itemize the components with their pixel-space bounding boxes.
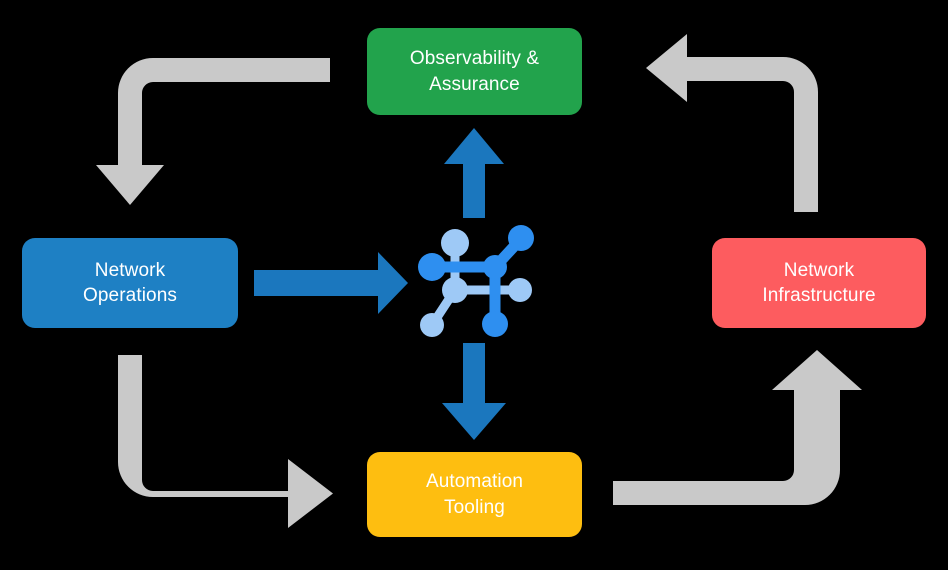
- arrow-operations-to-center: [254, 252, 408, 314]
- arrow-automation-to-infrastructure: [613, 350, 862, 505]
- node-observability-assurance[interactable]: Observability & Assurance: [367, 28, 582, 115]
- arrow-infrastructure-to-observability: [646, 34, 818, 212]
- arrow-observability-to-operations: [96, 58, 330, 205]
- arrow-operations-to-automation: [118, 355, 333, 528]
- arrow-center-to-automation: [442, 343, 506, 440]
- node-network-infrastructure[interactable]: Network Infrastructure: [712, 238, 926, 328]
- arrow-center-to-observability: [444, 128, 504, 218]
- node-automation-tooling[interactable]: Automation Tooling: [367, 452, 582, 537]
- node-network-operations[interactable]: Network Operations: [22, 238, 238, 328]
